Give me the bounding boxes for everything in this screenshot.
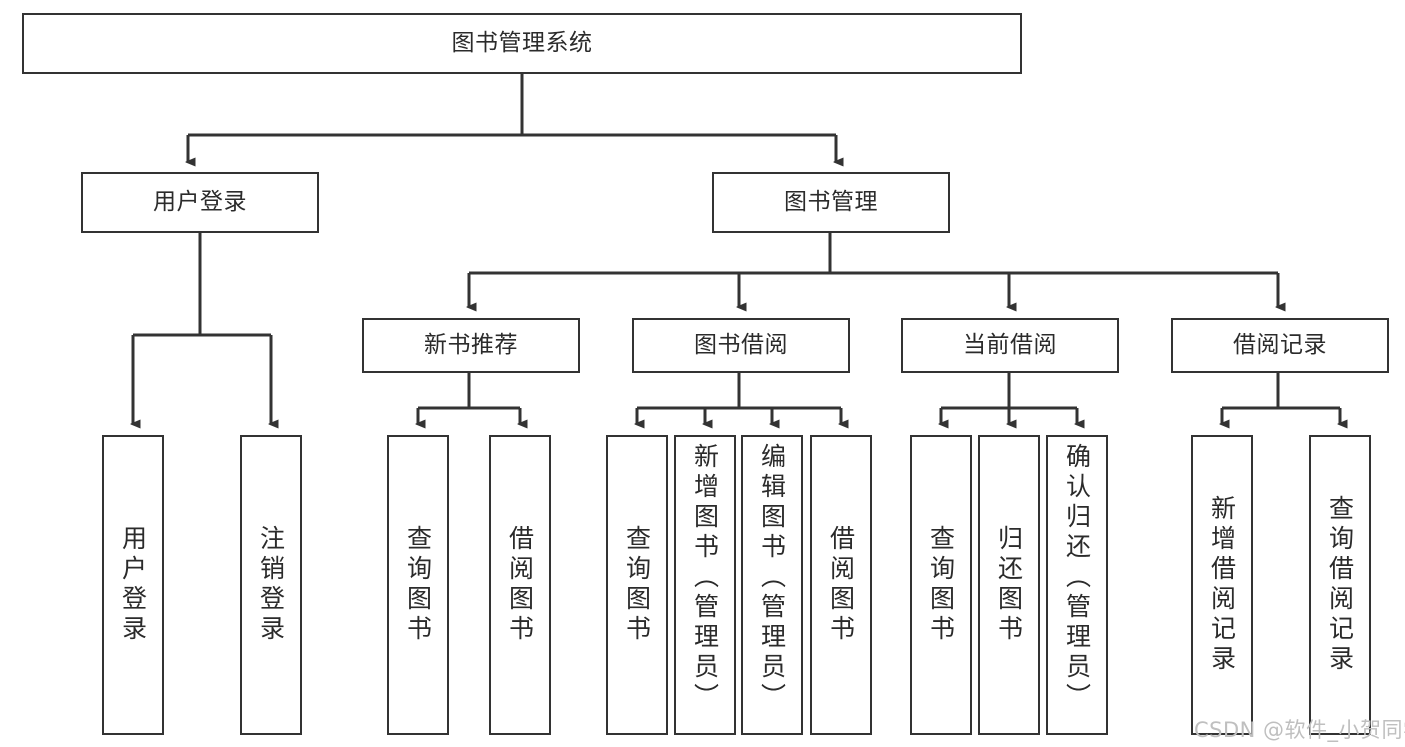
node-label: 新增借阅记录 bbox=[1207, 495, 1237, 675]
node-leaf-query-book-borrow[interactable]: 查询图书 bbox=[606, 435, 668, 735]
node-label: 查询图书 bbox=[622, 525, 652, 645]
node-current-borrow[interactable]: 当前借阅 bbox=[901, 318, 1119, 373]
node-label: 查询图书 bbox=[926, 525, 956, 645]
node-leaf-add-book-admin[interactable]: 新增图书（管理员） bbox=[674, 435, 736, 735]
node-label: 归还图书 bbox=[994, 525, 1024, 645]
node-label: 图书借阅 bbox=[694, 331, 788, 358]
node-book-management[interactable]: 图书管理 bbox=[712, 172, 950, 233]
node-leaf-borrow-book-new[interactable]: 借阅图书 bbox=[489, 435, 551, 735]
node-user-login[interactable]: 用户登录 bbox=[81, 172, 319, 233]
node-leaf-query-book-new[interactable]: 查询图书 bbox=[387, 435, 449, 735]
node-book-borrow[interactable]: 图书借阅 bbox=[632, 318, 850, 373]
node-label: 查询借阅记录 bbox=[1325, 495, 1355, 675]
node-leaf-query-book-current[interactable]: 查询图书 bbox=[910, 435, 972, 735]
node-label: 查询图书 bbox=[403, 525, 433, 645]
node-label: 新增图书（管理员） bbox=[690, 443, 720, 713]
node-label: 借阅记录 bbox=[1233, 331, 1327, 358]
node-label: 注销登录 bbox=[256, 525, 286, 645]
node-leaf-logout[interactable]: 注销登录 bbox=[240, 435, 302, 735]
node-label: 用户登录 bbox=[118, 525, 148, 645]
node-label: 当前借阅 bbox=[963, 331, 1057, 358]
node-label: 借阅图书 bbox=[505, 525, 535, 645]
node-label: 确认归还（管理员） bbox=[1062, 443, 1092, 713]
node-label: 借阅图书 bbox=[826, 525, 856, 645]
watermark-text: CSDN @软件_小贺同学 bbox=[1194, 718, 1405, 742]
node-label: 用户登录 bbox=[153, 188, 247, 215]
node-borrow-records[interactable]: 借阅记录 bbox=[1171, 318, 1389, 373]
node-leaf-return-book[interactable]: 归还图书 bbox=[978, 435, 1040, 735]
node-new-book-recommend[interactable]: 新书推荐 bbox=[362, 318, 580, 373]
node-leaf-query-borrow-record[interactable]: 查询借阅记录 bbox=[1309, 435, 1371, 735]
node-leaf-confirm-return-admin[interactable]: 确认归还（管理员） bbox=[1046, 435, 1108, 735]
node-leaf-user-login[interactable]: 用户登录 bbox=[102, 435, 164, 735]
node-leaf-add-borrow-record[interactable]: 新增借阅记录 bbox=[1191, 435, 1253, 735]
node-label: 图书管理 bbox=[784, 188, 878, 215]
node-label: 图书管理系统 bbox=[451, 29, 593, 56]
node-leaf-edit-book-admin[interactable]: 编辑图书（管理员） bbox=[741, 435, 803, 735]
node-label: 新书推荐 bbox=[424, 331, 518, 358]
node-root-system[interactable]: 图书管理系统 bbox=[22, 13, 1022, 74]
node-label: 编辑图书（管理员） bbox=[757, 443, 787, 713]
node-leaf-borrow-book[interactable]: 借阅图书 bbox=[810, 435, 872, 735]
